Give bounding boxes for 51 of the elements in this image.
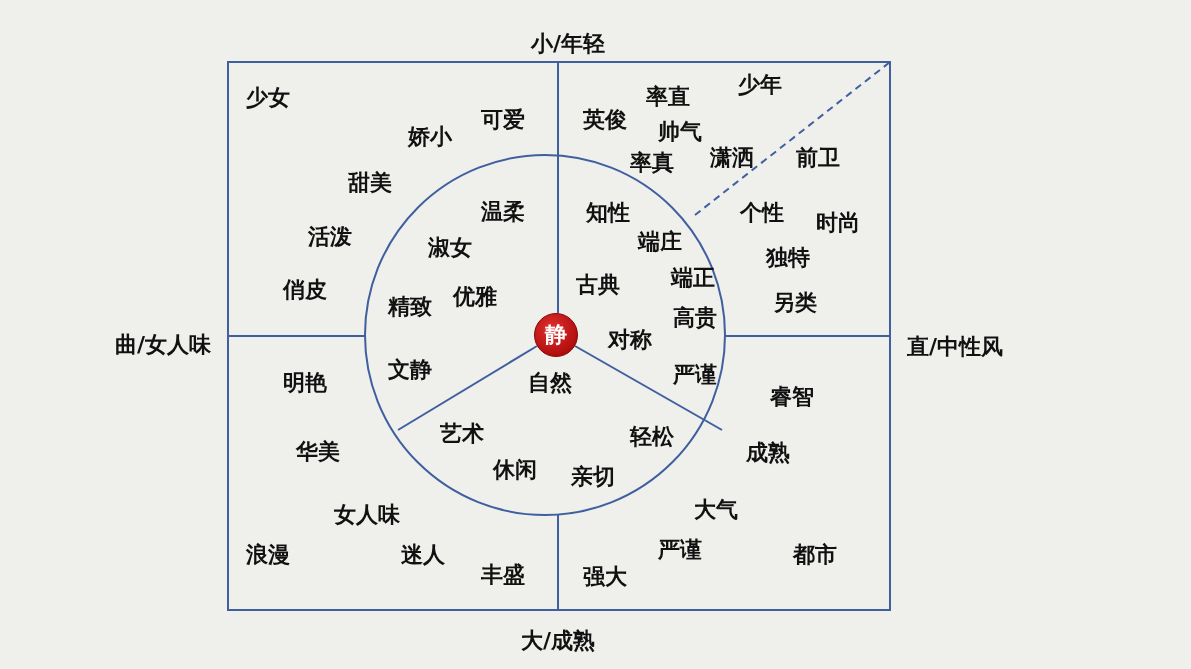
style-word: 文静: [388, 356, 432, 384]
style-word: 甜美: [348, 169, 392, 197]
center-circle: 静: [534, 313, 578, 357]
style-word: 都市: [793, 541, 837, 569]
style-word: 帅气: [658, 118, 702, 146]
style-word: 时尚: [816, 209, 860, 237]
style-word: 俏皮: [283, 276, 327, 304]
style-word: 自然: [528, 369, 572, 397]
style-word: 轻松: [630, 423, 674, 451]
style-word: 个性: [740, 199, 784, 227]
style-word: 明艳: [283, 369, 327, 397]
axis-label: 小/年轻: [531, 30, 605, 58]
style-word: 端正: [671, 264, 715, 292]
style-word: 潇洒: [710, 144, 754, 172]
style-word: 浪漫: [246, 541, 290, 569]
style-word: 优雅: [453, 283, 497, 311]
style-word: 女人味: [334, 501, 400, 529]
style-word: 华美: [296, 438, 340, 466]
style-word: 强大: [583, 563, 627, 591]
style-word: 亲切: [571, 463, 615, 491]
axis-label: 直/中性风: [907, 333, 1003, 361]
style-word: 淑女: [428, 234, 472, 262]
style-word: 率真: [630, 149, 674, 177]
style-word: 可爱: [481, 106, 525, 134]
style-word: 严谨: [673, 361, 717, 389]
style-word: 少女: [246, 84, 290, 112]
style-word: 丰盛: [481, 561, 525, 589]
style-word: 另类: [773, 289, 817, 317]
style-word: 独特: [766, 244, 810, 272]
style-word: 活泼: [308, 223, 352, 251]
style-word: 成熟: [746, 439, 790, 467]
style-word: 休闲: [493, 456, 537, 484]
style-word: 温柔: [481, 198, 525, 226]
style-word: 端庄: [638, 228, 682, 256]
style-word: 迷人: [401, 541, 445, 569]
style-word: 古典: [576, 271, 620, 299]
style-word: 知性: [586, 199, 630, 227]
style-word: 率直: [646, 83, 690, 111]
style-word: 艺术: [440, 420, 484, 448]
axis-label: 曲/女人味: [115, 331, 211, 359]
style-word: 娇小: [408, 123, 452, 151]
style-word: 少年: [738, 71, 782, 99]
style-word: 睿智: [770, 383, 814, 411]
style-word: 英俊: [583, 106, 627, 134]
style-word: 严谨: [658, 536, 702, 564]
style-word: 精致: [388, 293, 432, 321]
style-word: 大气: [694, 496, 738, 524]
axis-label: 大/成熟: [521, 627, 595, 655]
style-word: 高贵: [673, 304, 717, 332]
style-word: 对称: [608, 326, 652, 354]
style-word: 前卫: [796, 144, 840, 172]
